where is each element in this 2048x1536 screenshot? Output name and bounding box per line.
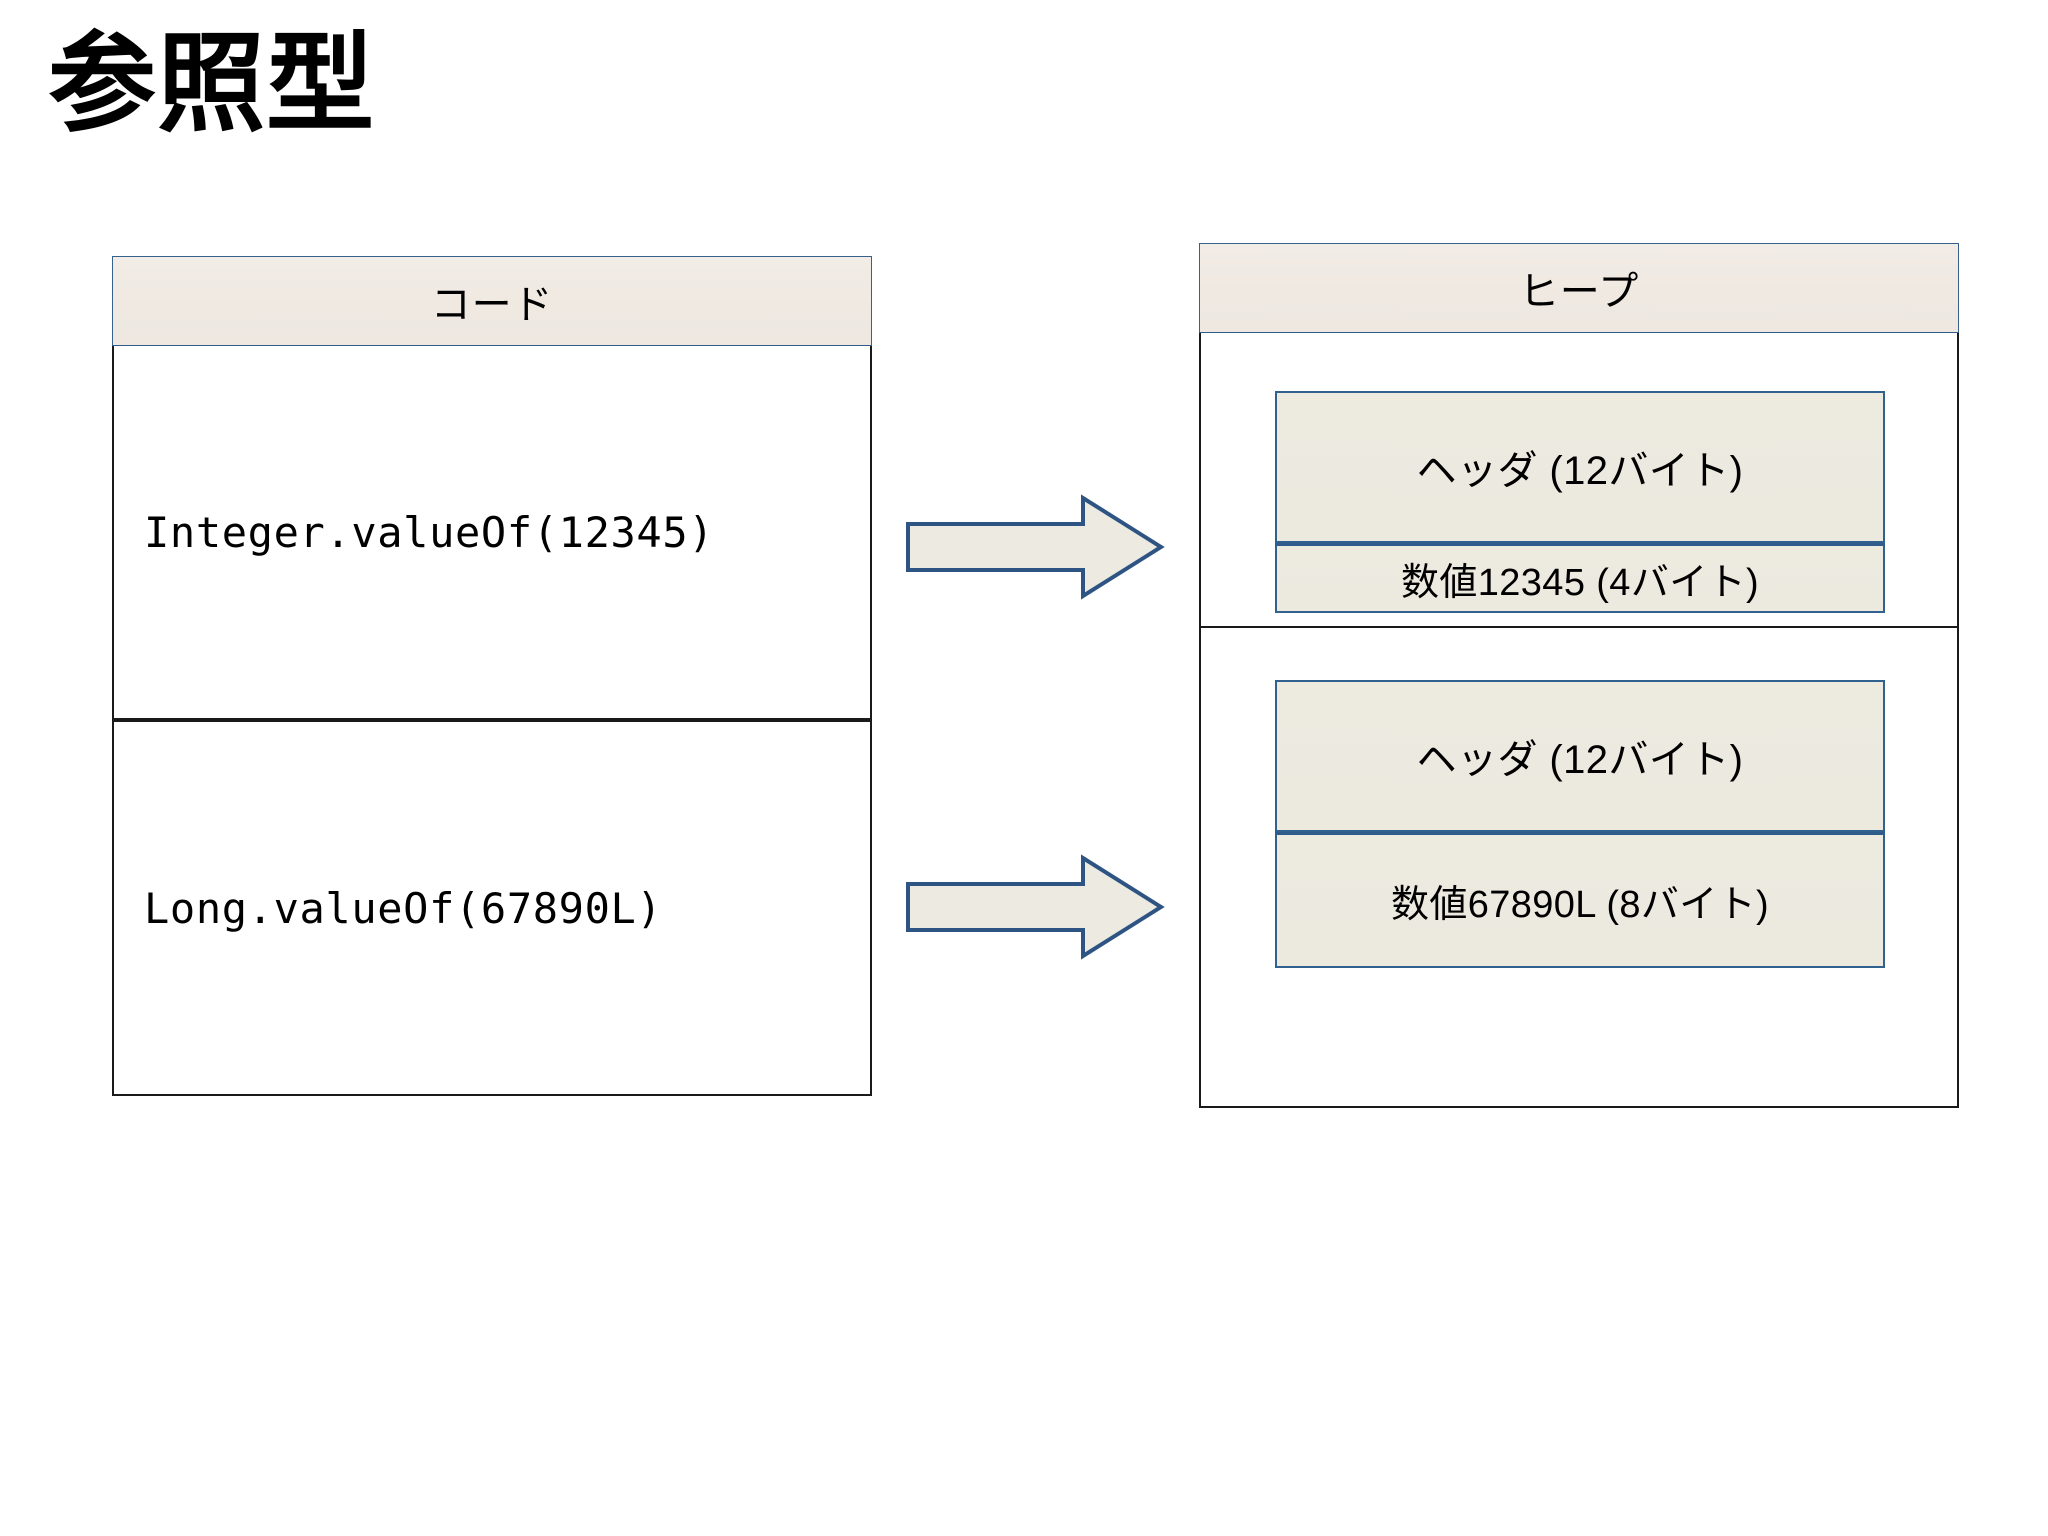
code-snippet-long: Long.valueOf(67890L) xyxy=(144,883,663,933)
object-header-label: ヘッダ (12バイト) xyxy=(1416,738,1744,782)
heap-object-long: ヘッダ (12バイト) 数値67890L (8バイト) xyxy=(1275,680,1885,968)
object-value-cell: 数値67890L (8バイト) xyxy=(1275,832,1885,968)
object-value-label: 数値12345 (4バイト) xyxy=(1401,562,1759,604)
arrow-long-to-heap-object xyxy=(905,852,1165,962)
code-table: コード Integer.valueOf(12345) Long.valueOf(… xyxy=(112,256,872,1096)
heap-object-integer: ヘッダ (12バイト) 数値12345 (4バイト) xyxy=(1275,391,1885,613)
code-table-header: コード xyxy=(112,256,872,348)
table-row: ヘッダ (12バイト) 数値67890L (8バイト) xyxy=(1201,628,1957,1106)
object-header-cell: ヘッダ (12バイト) xyxy=(1275,680,1885,832)
heap-table: ヒープ ヘッダ (12バイト) 数値12345 (4バイト) ヘッダ (12バイ… xyxy=(1199,243,1959,1108)
object-header-cell: ヘッダ (12バイト) xyxy=(1275,391,1885,543)
object-value-cell: 数値12345 (4バイト) xyxy=(1275,543,1885,613)
object-value-label: 数値67890L (8バイト) xyxy=(1390,884,1770,926)
code-table-body: Integer.valueOf(12345) Long.valueOf(6789… xyxy=(112,346,872,1096)
heap-table-header-label: ヒープ xyxy=(1519,270,1639,314)
page-title: 参照型 xyxy=(48,23,376,144)
object-header-label: ヘッダ (12バイト) xyxy=(1416,449,1744,493)
table-row: Long.valueOf(67890L) xyxy=(114,720,870,1094)
heap-table-header: ヒープ xyxy=(1199,243,1959,335)
arrow-integer-to-heap-object xyxy=(905,492,1165,602)
table-row: Integer.valueOf(12345) xyxy=(114,346,870,720)
code-table-header-label: コード xyxy=(430,283,554,327)
code-snippet-integer: Integer.valueOf(12345) xyxy=(144,507,715,557)
table-row: ヘッダ (12バイト) 数値12345 (4バイト) xyxy=(1201,333,1957,628)
heap-table-body: ヘッダ (12バイト) 数値12345 (4バイト) ヘッダ (12バイト) 数… xyxy=(1199,333,1959,1108)
